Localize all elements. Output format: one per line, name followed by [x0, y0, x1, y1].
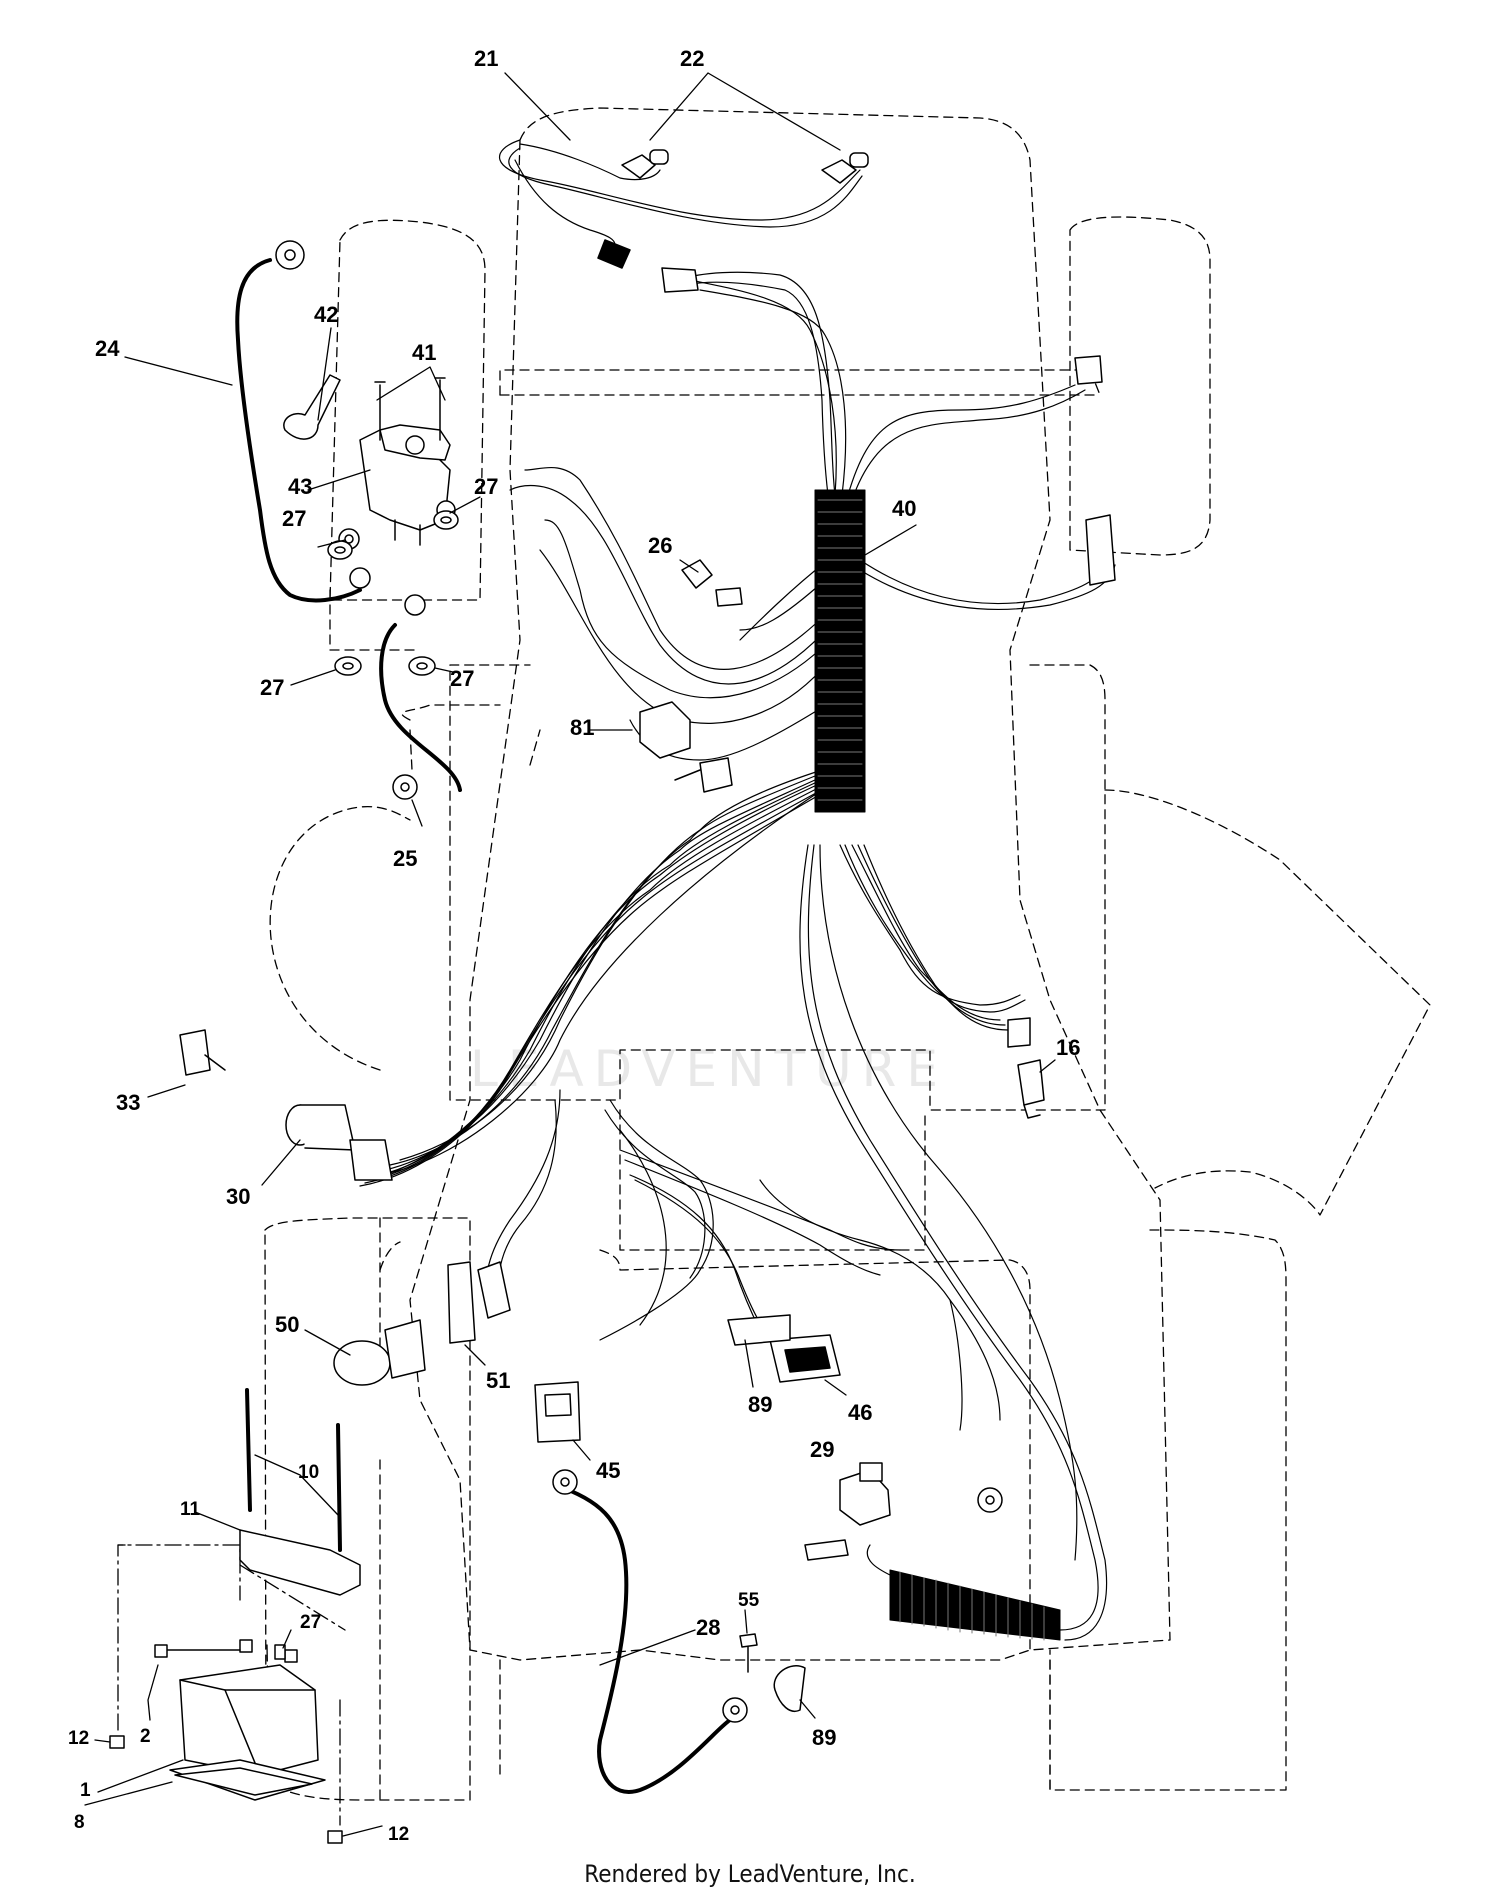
mount-bracket: [727, 1314, 791, 1346]
callout-16: 16: [1056, 1035, 1080, 1060]
ground-screw: [739, 1633, 758, 1673]
callout-30: 30: [226, 1184, 250, 1209]
relay: [639, 701, 733, 793]
hour-meter: [534, 1381, 581, 1443]
coil-cable: [866, 1544, 1061, 1641]
hex-nuts: [327, 510, 459, 676]
fuse-holder: [681, 559, 743, 607]
callout-leaders: [84, 72, 1056, 1837]
leader-lines: [117, 1544, 346, 1826]
headlight-bulbs: [621, 149, 869, 184]
callout-43: 43: [288, 474, 312, 499]
callout-81: 81: [570, 715, 594, 740]
terminal-boot: [283, 374, 341, 440]
callout-28: 28: [696, 1615, 720, 1640]
terminal-bolt: [154, 1644, 286, 1660]
callout-10: 10: [298, 1462, 319, 1483]
pto-switch: [333, 1319, 426, 1386]
conduit-coil: [814, 489, 866, 813]
callout-55: 55: [738, 1590, 760, 1611]
callout-21: 21: [474, 46, 498, 71]
ring-terminals: [275, 240, 1003, 1723]
ignition-switch: [285, 1104, 393, 1181]
callout-24: 24: [95, 336, 120, 361]
callout-2: 2: [140, 1726, 151, 1747]
callout-40: 40: [892, 496, 916, 521]
battery-cables: [235, 258, 732, 1794]
callout-27-lower-right: 27: [450, 666, 474, 691]
callout-41: 41: [412, 340, 436, 365]
callout-22: 22: [680, 46, 704, 71]
harness-connectors: [597, 239, 1116, 1048]
callout-33: 33: [116, 1090, 140, 1115]
callout-50: 50: [275, 1312, 299, 1337]
callout-45: 45: [596, 1458, 620, 1483]
callout-25: 25: [393, 846, 417, 871]
callout-12-left: 12: [68, 1728, 89, 1749]
hold-down-bracket: [239, 1529, 361, 1596]
footer-credit: Rendered by LeadVenture, Inc.: [584, 1860, 916, 1888]
plug-connector: [447, 1261, 511, 1344]
ignition-key: [179, 1029, 226, 1076]
battery: [179, 1639, 319, 1776]
battery-tray: [169, 1759, 326, 1801]
square-nuts: [109, 1735, 343, 1844]
callout-12-right: 12: [388, 1824, 409, 1845]
callout-51: 51: [486, 1368, 510, 1393]
seat-switch: [1017, 1059, 1045, 1119]
headlight-harness: [498, 139, 863, 496]
gauge: [769, 1334, 841, 1383]
callout-29: 29: [810, 1437, 834, 1462]
callout-11: 11: [180, 1499, 201, 1520]
callout-89-upper: 89: [748, 1392, 772, 1417]
callout-27-right: 27: [474, 474, 498, 499]
callout-89-lower: 89: [812, 1725, 836, 1750]
callout-1: 1: [80, 1780, 91, 1801]
callout-27-left: 27: [282, 506, 306, 531]
callout-42: 42: [314, 302, 338, 327]
terminal-boot-lower: [773, 1665, 806, 1712]
chassis-outline: [264, 107, 1431, 1801]
callout-46: 46: [848, 1400, 872, 1425]
callout-8: 8: [74, 1812, 85, 1833]
long-bolts: [245, 1388, 342, 1552]
callout-labels: 21 22 24 42 41 43 27 27 27 27 25 26 40 8…: [68, 46, 1080, 1845]
brake-switch: [804, 1462, 891, 1561]
callout-26: 26: [648, 533, 672, 558]
callout-27-lower-left: 27: [260, 675, 284, 700]
callout-27-battery: 27: [300, 1612, 321, 1633]
